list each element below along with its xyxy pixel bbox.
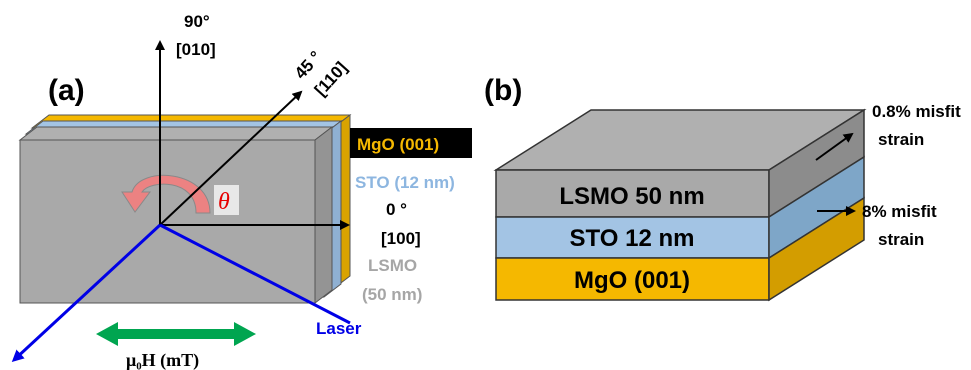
laser-label: Laser	[316, 319, 362, 338]
sto-layer-label: STO 12 nm	[570, 225, 695, 252]
laser-reflected-beam	[11, 223, 162, 363]
field-double-arrow-icon	[96, 322, 256, 346]
mgo-layer-b	[495, 257, 770, 301]
rotation-arrow-icon	[121, 174, 211, 214]
panel-b: (b) LSMO 50 nm STO 12 nm MgO (001) 0.8% …	[484, 74, 961, 302]
axis-90-angle: 90°	[184, 12, 210, 31]
axis-45-arrow	[159, 90, 303, 226]
laser-incident-beam	[159, 223, 351, 325]
mgo-legend-box	[350, 128, 472, 158]
strain-middle-line2: strain	[878, 230, 924, 249]
theta-symbol: θ	[218, 189, 230, 215]
mgo-layer-label: MgO (001)	[574, 267, 690, 294]
lsmo-layer-label: LSMO 50 nm	[559, 183, 704, 210]
panel-a-label: (a)	[48, 74, 85, 107]
mgo-side-face	[768, 196, 865, 302]
axis-90-direction: [010]	[176, 40, 216, 59]
theta-box	[214, 185, 239, 215]
axis-0-angle: 0 °	[386, 200, 407, 219]
lsmo-legend-label-line2: (50 nm)	[362, 285, 422, 304]
field-label: μ₀H (mT)	[126, 350, 199, 370]
strain-top-line2: strain	[878, 130, 924, 149]
strain-arrow-top	[815, 132, 854, 161]
strain-middle-line1: 8% misfit	[862, 202, 937, 221]
panel-b-label: (b)	[484, 74, 522, 107]
mgo-legend-label: MgO (001)	[357, 135, 439, 154]
axis-0-direction: [100]	[381, 229, 421, 248]
lsmo-layer-b	[495, 169, 770, 218]
strain-top-line1: 0.8% misfit	[872, 102, 961, 121]
lsmo-layer-a	[18, 125, 334, 305]
sto-layer-b	[495, 216, 770, 259]
lsmo-legend-label-line1: LSMO	[368, 256, 417, 275]
panel-a: (a) θ 90° [010]	[11, 12, 472, 370]
sto-legend-label: STO (12 nm)	[355, 173, 455, 192]
